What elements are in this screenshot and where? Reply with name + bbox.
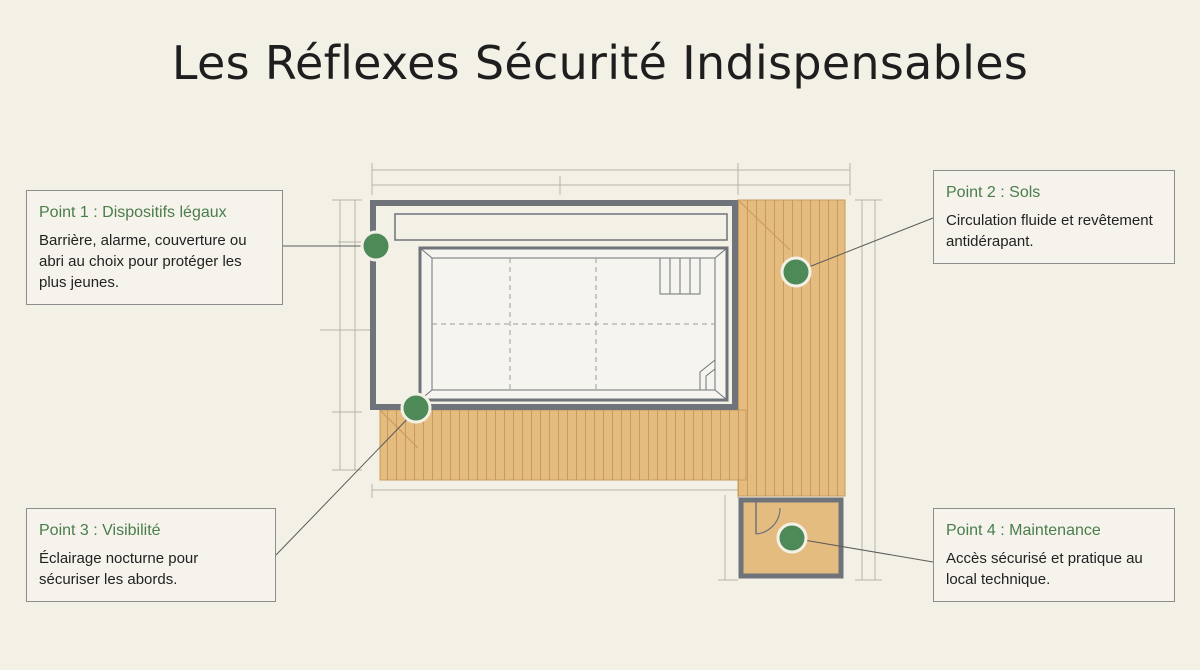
callout-point-4: Point 4 : Maintenance Accès sécurisé et … xyxy=(933,508,1175,602)
callout-point-3-body: Éclairage nocturne pour sécuriser les ab… xyxy=(39,550,199,588)
callout-point-3: Point 3 : Visibilité Éclairage nocturne … xyxy=(26,508,276,602)
markers xyxy=(360,230,812,554)
marker-point-3 xyxy=(400,392,432,424)
callout-point-2-heading: Point 2 : Sols xyxy=(946,184,1041,201)
deck-right xyxy=(737,199,846,497)
connector-point-2 xyxy=(795,217,934,273)
marker-point-2 xyxy=(780,256,812,288)
wood-deck xyxy=(379,199,846,497)
callout-point-1-heading: Point 1 : Dispositifs légaux xyxy=(39,204,227,221)
pool-basin xyxy=(418,246,729,402)
callout-point-1: Point 1 : Dispositifs légaux Barrière, a… xyxy=(26,190,283,305)
callout-point-3-heading: Point 3 : Visibilité xyxy=(39,522,161,539)
callout-point-4-heading: Point 4 : Maintenance xyxy=(946,522,1101,539)
connector-lines xyxy=(275,217,934,563)
callout-point-1-body: Barrière, alarme, couverture ou abri au … xyxy=(39,232,247,291)
pool-steps-top xyxy=(659,257,701,295)
marker-point-1 xyxy=(360,230,392,262)
callout-point-2-body: Circulation fluide et revêtement antidér… xyxy=(946,212,1153,250)
pool-top-ledge xyxy=(394,213,728,241)
deck-bottom xyxy=(379,409,747,481)
marker-point-4 xyxy=(776,522,808,554)
connector-point-3 xyxy=(275,409,417,556)
connector-point-4 xyxy=(791,537,934,563)
callout-point-4-body: Accès sécurisé et pratique au local tech… xyxy=(946,550,1143,588)
page-title: Les Réflexes Sécurité Indispensables xyxy=(171,36,1029,90)
callout-point-2: Point 2 : Sols Circulation fluide et rev… xyxy=(933,170,1175,264)
pool-steps-bottom xyxy=(699,359,716,390)
pool xyxy=(370,200,738,410)
